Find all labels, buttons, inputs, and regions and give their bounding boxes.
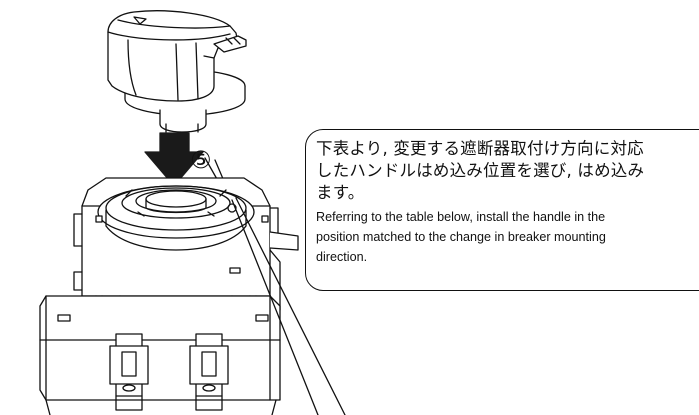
- callout-en-line: Referring to the table below, install th…: [316, 210, 606, 224]
- callout-jp-line: したハンドルはめ込み位置を選び, はめ込み: [316, 161, 645, 180]
- callout-en-line: position matched to the change in breake…: [316, 230, 606, 244]
- insert-arrow: [144, 132, 204, 187]
- callout-box: [305, 129, 699, 291]
- callout-leader-line: [231, 197, 346, 415]
- handle-knob: [107, 10, 247, 133]
- callout-jp-line: ます。: [316, 183, 365, 202]
- step-number-label: ⑤: [190, 146, 212, 174]
- breaker-body: [39, 177, 299, 415]
- callout-japanese-text: 下表より, 変更する遮断器取付け方向に対応 したハンドルはめ込み位置を選び, は…: [316, 138, 699, 204]
- callout-jp-line: 下表より, 変更する遮断器取付け方向に対応: [316, 139, 644, 158]
- callout-english-text: Referring to the table below, install th…: [316, 207, 699, 267]
- callout-en-line: direction.: [316, 250, 368, 264]
